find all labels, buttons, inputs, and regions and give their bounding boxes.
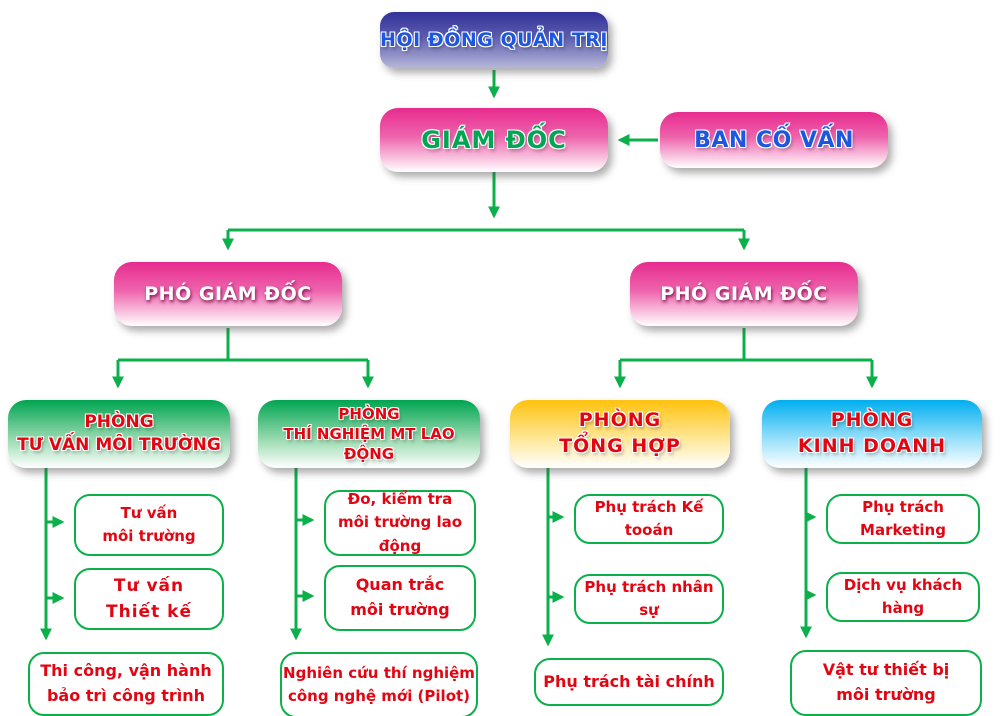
general-item-accounting: Phụ trách Kế tooán (574, 494, 724, 544)
advisory-board-node: BAN CỐ VẤN (660, 112, 888, 168)
director-node: GIÁM ĐỐC (380, 108, 608, 172)
general-item-finance: Phụ trách tài chính (534, 658, 724, 706)
dept-general-affairs-node: PHÒNG TỔNG HỢP (510, 400, 730, 468)
dept-environmental-consulting-node: PHÒNG TƯ VẤN MÔI TRƯỜNG (8, 400, 230, 468)
consulting-item-environment: Tư vấn môi trường (74, 494, 224, 556)
dept-business-node: PHÒNG KINH DOANH (762, 400, 982, 468)
board-of-directors-node: HỘI ĐỒNG QUẢN TRỊ (380, 12, 608, 68)
general-item-hr: Phụ trách nhân sự (574, 574, 724, 624)
deputy-director-left-node: PHÓ GIÁM ĐỐC (114, 262, 342, 326)
consulting-item-construction: Thi công, vận hành bảo trì công trình (28, 652, 224, 716)
lab-item-pilot-research: Nghiên cứu thí nghiệm công nghệ mới (Pil… (280, 652, 478, 716)
consulting-item-design: Tư vấn Thiết kế (74, 568, 224, 630)
business-item-marketing: Phụ trách Marketing (826, 494, 980, 544)
dept-labor-environment-lab-node: PHÒNG THÍ NGHIỆM MT LAO ĐỘNG (258, 400, 480, 468)
lab-item-measurement: Đo, kiểm tra môi trường lao động (324, 490, 476, 556)
deputy-director-right-node: PHÓ GIÁM ĐỐC (630, 262, 858, 326)
business-item-equipment: Vật tư thiết bị môi trường (790, 650, 982, 716)
business-item-customer-service: Dịch vụ khách hàng (826, 572, 980, 622)
lab-item-monitoring: Quan trắc môi trường (324, 565, 476, 631)
